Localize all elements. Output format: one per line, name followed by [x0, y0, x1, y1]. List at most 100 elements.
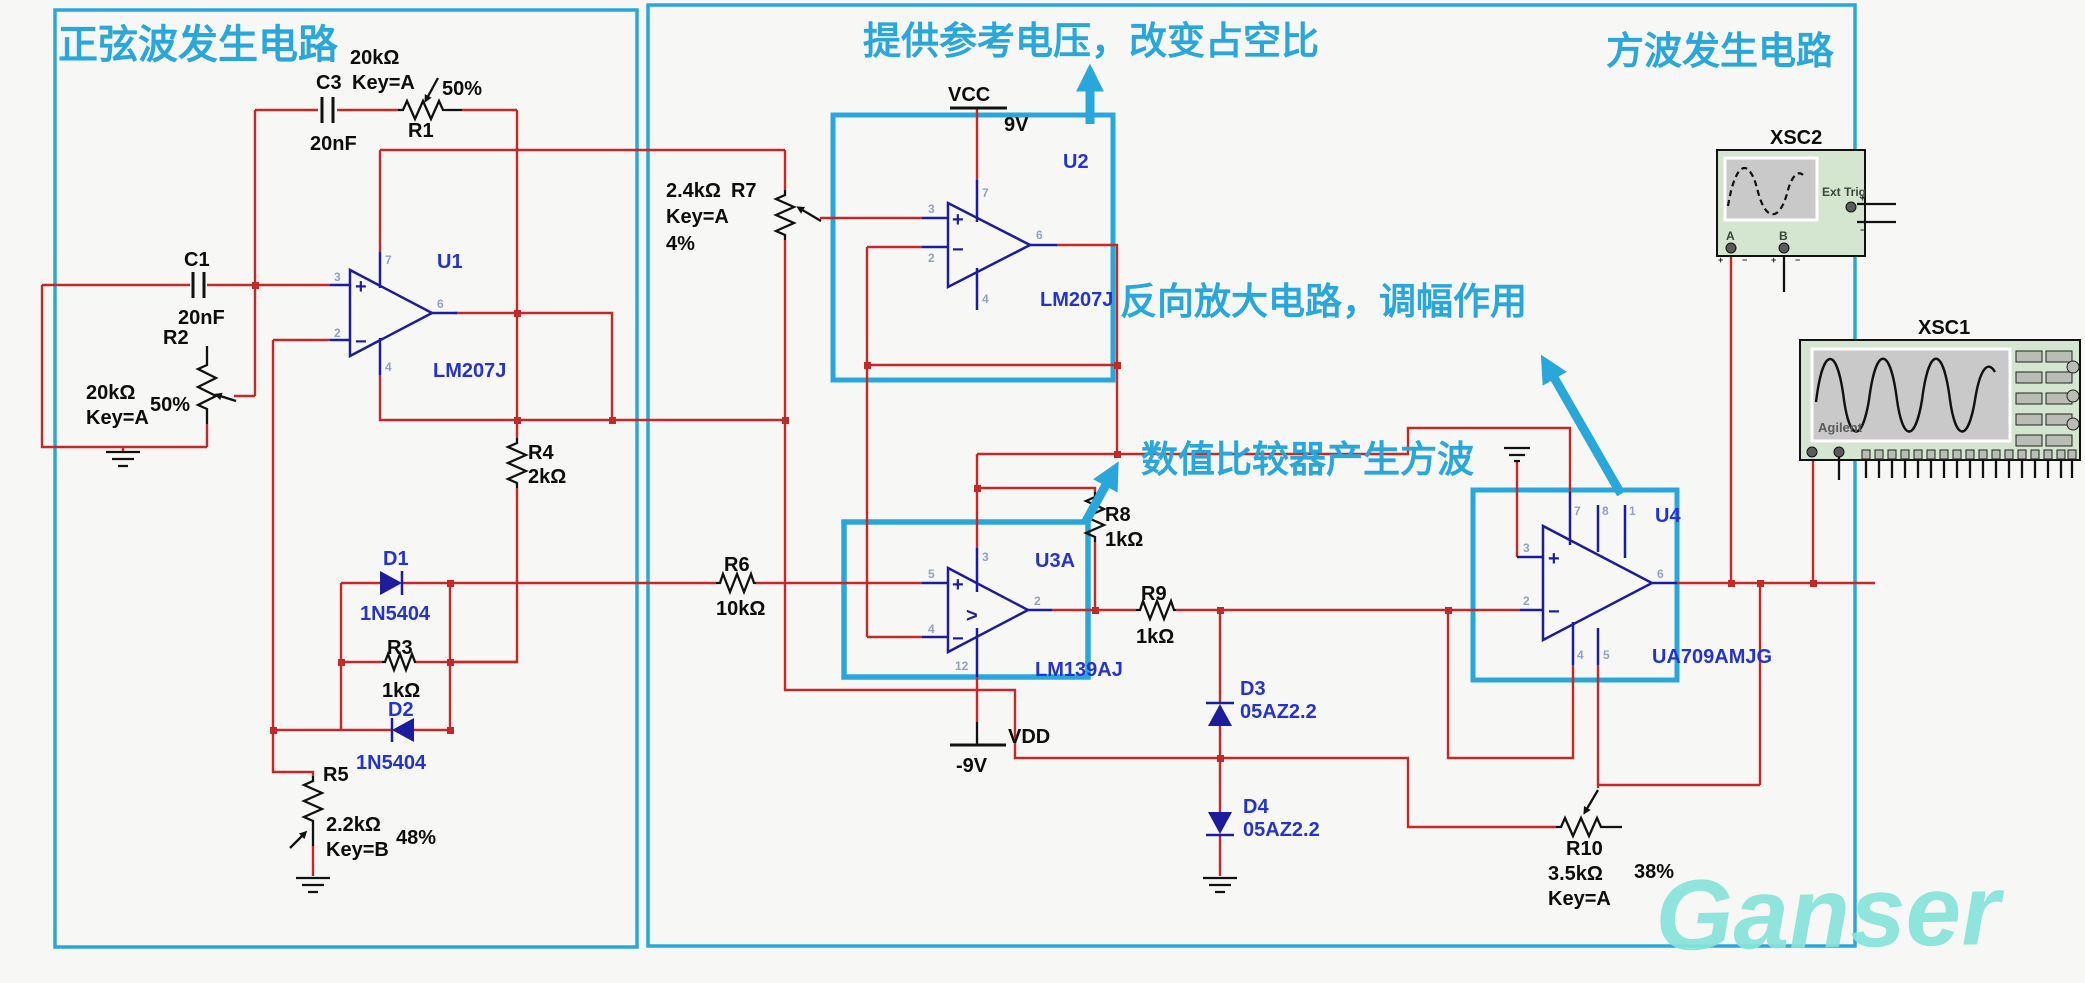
comparator-u3a[interactable]: + − > 5 4 3 2 12 U3A LM139AJ — [922, 548, 1123, 681]
potentiometer-r1[interactable]: 20kΩ Key=A 50% R1 — [350, 47, 482, 142]
xsc1-terminal-1[interactable] — [1806, 446, 1818, 458]
xsc2-terminal-b[interactable] — [1778, 242, 1790, 254]
u2-pin-inn: 2 — [928, 251, 935, 265]
u1-pin-vp: 7 — [385, 253, 392, 267]
ground-symbol — [1203, 876, 1237, 894]
u2-pin-vp: 7 — [982, 186, 989, 200]
u2-pin-inp: 3 — [928, 202, 935, 216]
u2-ref: U2 — [1063, 151, 1089, 173]
annotations: 正弦波发生电路 方波发生电路 提供参考电压，改变占空比 反向放大电路，调幅作用 … — [58, 21, 1835, 526]
r6-ref: R6 — [724, 554, 750, 576]
vcc-label: VCC — [948, 84, 990, 106]
u4-pin-b1: 4 — [1577, 648, 1584, 662]
u4-pin-inp: 3 — [1523, 541, 1530, 555]
junction-dots — [252, 282, 1817, 762]
d1-ref: D1 — [383, 548, 409, 570]
resistor-r6[interactable]: R6 10kΩ — [716, 554, 765, 620]
xsc1-knobs[interactable] — [2066, 360, 2080, 431]
u4-ref: U4 — [1655, 505, 1681, 527]
wire — [455, 311, 614, 420]
r8-ref: R8 — [1105, 504, 1131, 526]
xsc1-buttons[interactable] — [2015, 350, 2073, 447]
d3-ref: D3 — [1240, 678, 1266, 700]
vdd-rail[interactable]: VDD -9V — [950, 722, 1050, 777]
oscilloscope-xsc2[interactable]: XSC2 Ext Trig + − A B + − + − — [1716, 127, 1896, 292]
potentiometer-r2[interactable]: R2 20kΩ 50% Key=A — [86, 327, 237, 429]
resistor-r9[interactable]: R9 1kΩ — [1136, 583, 1176, 648]
r2-setting: 50% — [150, 394, 190, 416]
u3-minus: − — [952, 628, 964, 650]
r3-ref: R3 — [387, 637, 413, 659]
potentiometer-r5[interactable]: R5 2.2kΩ 48% Key=B — [289, 764, 436, 861]
r2-key: Key=A — [86, 407, 149, 429]
r9-ref: R9 — [1141, 583, 1167, 605]
xsc2-title: XSC2 — [1770, 127, 1822, 149]
r6-value: 10kΩ — [716, 598, 765, 620]
xsc2-b-plus: + — [1771, 255, 1776, 265]
d4-ref: D4 — [1243, 796, 1269, 818]
vcc-value: 9V — [1004, 114, 1029, 136]
annotation-inverting-amplifier: 反向放大电路，调幅作用 — [1120, 281, 1527, 322]
u4-pin-t3: 1 — [1629, 504, 1636, 518]
u1-pin-inn: 2 — [334, 326, 341, 340]
r4-ref: R4 — [528, 442, 554, 464]
capacitor-c3[interactable]: C3 20nF — [310, 72, 357, 155]
xsc2-a-plus: + — [1718, 255, 1723, 265]
watermark: Ganser — [1654, 854, 2006, 972]
xsc2-waveform — [1726, 167, 1804, 216]
resistor-r8[interactable]: R8 1kΩ — [1083, 492, 1143, 551]
d3-value: 05AZ2.2 — [1240, 701, 1317, 723]
r5-key: Key=B — [326, 839, 389, 861]
r7-key: Key=A — [666, 206, 729, 228]
vdd-label: VDD — [1008, 726, 1050, 748]
highlight-box-u4 — [1470, 487, 1680, 683]
u2-pin-out: 6 — [1036, 228, 1043, 242]
arrow-to-amplifier-annotation — [1540, 354, 1625, 497]
ground-symbol — [1504, 446, 1530, 463]
xsc2-ext-trig-terminal[interactable] — [1845, 201, 1857, 213]
square-section-title: 方波发生电路 — [1606, 31, 1835, 73]
d2-ref: D2 — [388, 699, 414, 721]
opamp-u4[interactable]: + − 3 2 7 8 1 4 5 6 U4 UA709AMJG — [1517, 492, 1772, 668]
u1-pin-out: 6 — [437, 297, 444, 311]
xsc1-terminal-2[interactable] — [1833, 446, 1845, 458]
wire — [1057, 243, 1119, 454]
u3-pin-out: 2 — [1034, 594, 1041, 608]
wire — [977, 486, 1097, 492]
opamp-u1[interactable]: + − 3 2 7 4 6 U1 LM207J — [330, 251, 506, 382]
capacitor-c1[interactable]: C1 20nF — [178, 249, 225, 329]
zener-d3[interactable]: D3 05AZ2.2 — [1206, 678, 1317, 726]
r10-ref: R10 — [1566, 838, 1603, 860]
u4-pin-t1: 7 — [1574, 504, 1581, 518]
potentiometer-r10[interactable]: R10 3.5kΩ 38% Key=A — [1548, 789, 1674, 910]
xsc1-pin-row[interactable] — [1861, 449, 2077, 460]
square-section-box — [646, 3, 1857, 948]
r2-value: 20kΩ — [86, 382, 135, 404]
diode-d2[interactable]: D2 1N5404 — [356, 699, 427, 774]
u3-pin-inp: 5 — [928, 567, 935, 581]
resistor-r3[interactable]: R3 1kΩ — [382, 637, 420, 702]
u3-pin-inn: 4 — [928, 622, 935, 636]
u3-pin-top: 3 — [982, 550, 989, 564]
resistor-r4[interactable]: R4 2kΩ — [505, 438, 566, 488]
wire — [40, 285, 207, 449]
diode-d1[interactable]: D1 1N5404 — [360, 548, 431, 625]
highlight-box-u3a — [841, 519, 1091, 680]
u3-value: LM139AJ — [1035, 659, 1123, 681]
vcc-rail[interactable]: VCC 9V — [948, 84, 1029, 136]
zener-d4[interactable]: D4 05AZ2.2 — [1206, 796, 1320, 841]
xsc2-terminal-a[interactable] — [1725, 242, 1737, 254]
opamp-u2[interactable]: + − 3 2 7 4 6 U2 LM207J — [922, 151, 1113, 311]
u3-hysteresis: > — [966, 605, 978, 627]
xsc2-a-minus: − — [1742, 255, 1747, 265]
oscilloscope-xsc1[interactable]: XSC1 Agilent — [1799, 317, 2081, 480]
r1-setting: 50% — [442, 78, 482, 100]
u1-value: LM207J — [433, 360, 506, 382]
u3-ref: U3A — [1035, 550, 1075, 572]
r1-ref: R1 — [408, 120, 434, 142]
vdd-value: -9V — [956, 755, 988, 777]
xsc2-b-minus: − — [1795, 255, 1800, 265]
